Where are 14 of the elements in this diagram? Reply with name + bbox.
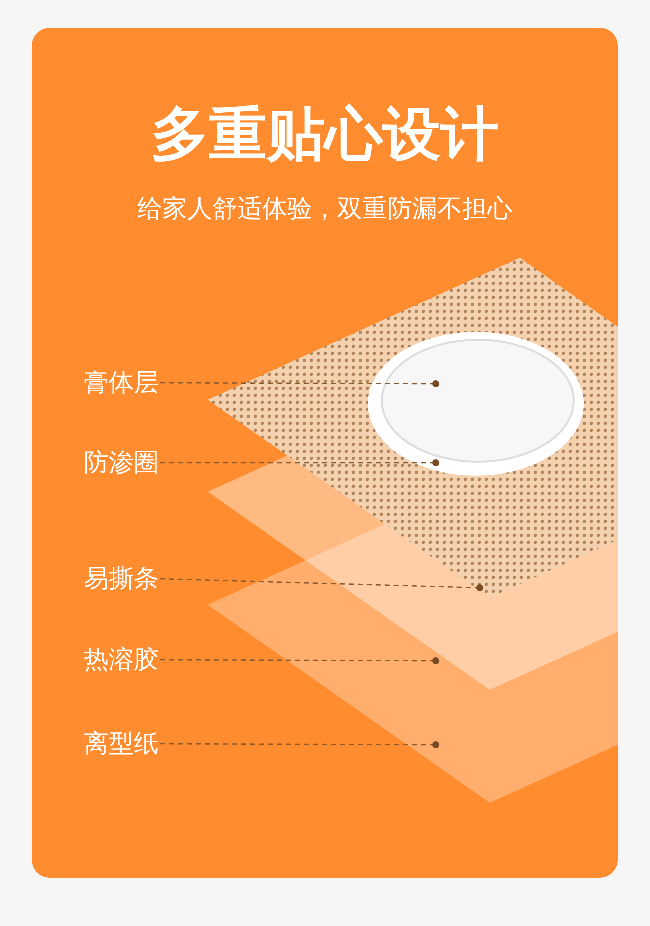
leader-line bbox=[160, 578, 484, 592]
dotted-sheet bbox=[208, 258, 618, 598]
leader-line bbox=[160, 742, 440, 748]
pad-circle bbox=[368, 332, 584, 476]
leader-line bbox=[160, 460, 440, 466]
title: 多重贴心设计 bbox=[150, 101, 500, 169]
part-label: 离型纸 bbox=[84, 727, 159, 761]
subtitle: 给家人舒适体验，双重防漏不担心 bbox=[136, 194, 514, 225]
part-label: 防渗圈 bbox=[84, 446, 159, 480]
part-label: 易撕条 bbox=[84, 562, 159, 596]
part-label: 热溶胶 bbox=[84, 643, 159, 677]
part-label: 膏体层 bbox=[84, 366, 159, 400]
leader-line bbox=[160, 658, 440, 664]
leader-line bbox=[160, 380, 440, 388]
